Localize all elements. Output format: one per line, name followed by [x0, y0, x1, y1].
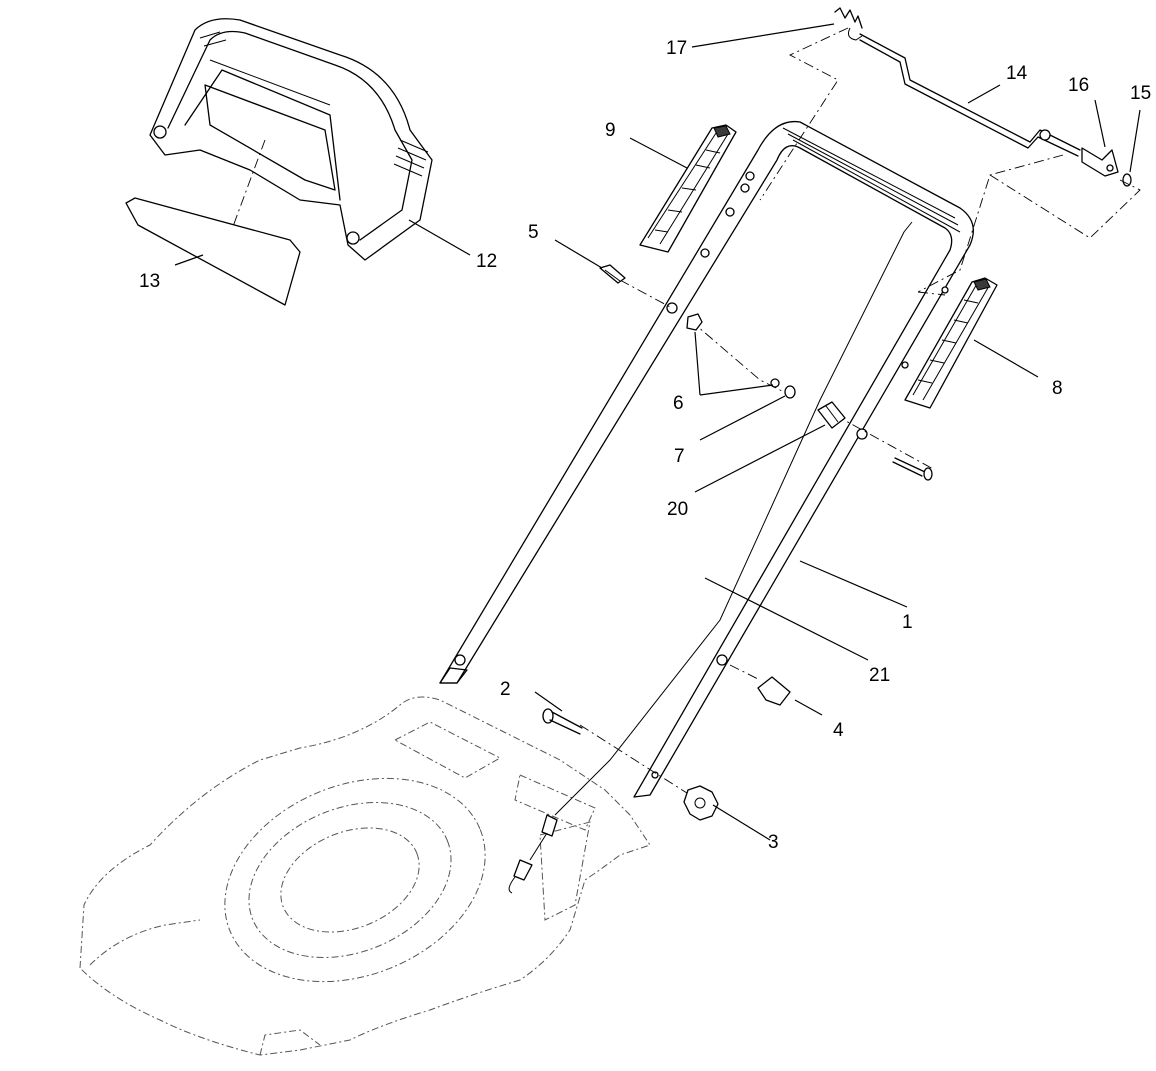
- callout-5: 5: [528, 222, 539, 243]
- retainer-clip: [599, 264, 626, 284]
- cable-clamp: [817, 401, 846, 429]
- shield-plate: [125, 197, 301, 306]
- callout-14: 14: [1006, 63, 1028, 84]
- callout-2: 2: [500, 679, 511, 700]
- callout-8: 8: [1052, 378, 1063, 399]
- callout-21: 21: [869, 665, 890, 686]
- callout-6: 6: [673, 393, 684, 414]
- cable-guide-left: [639, 124, 737, 253]
- callout-13: 13: [139, 271, 160, 292]
- control-bail: [859, 33, 1081, 157]
- lock-nuts: [686, 313, 780, 388]
- pivot-parts: [1081, 147, 1132, 187]
- callout-3: 3: [768, 832, 779, 853]
- callout-16: 16: [1068, 75, 1089, 96]
- callout-15: 15: [1130, 83, 1151, 104]
- callout-9: 9: [605, 120, 616, 141]
- callout-1: 1: [902, 612, 913, 633]
- grip-housing: [149, 18, 433, 261]
- assembly-guide-lines: [227, 27, 1141, 796]
- callout-labels: 1 2 3 4 5 6 7 8 9 12 13 14 15 16 17 20 2…: [139, 38, 1151, 853]
- callout-12: 12: [476, 251, 497, 272]
- callout-17: 17: [666, 38, 687, 59]
- spring: [834, 7, 863, 41]
- callout-20: 20: [667, 499, 688, 520]
- mower-deck-outline: [79, 696, 651, 1056]
- handle-assembly: [439, 120, 974, 798]
- washer: [784, 385, 796, 399]
- callout-4: 4: [833, 720, 844, 741]
- carriage-bolt: [892, 457, 933, 481]
- callout-7: 7: [674, 446, 685, 467]
- handle-bushing: [757, 676, 791, 706]
- cable-guide-right: [904, 277, 998, 409]
- control-cable: [508, 221, 913, 894]
- handle-knob: [683, 785, 719, 821]
- leader-lines: [174, 23, 1141, 841]
- handle-bolt: [542, 708, 583, 735]
